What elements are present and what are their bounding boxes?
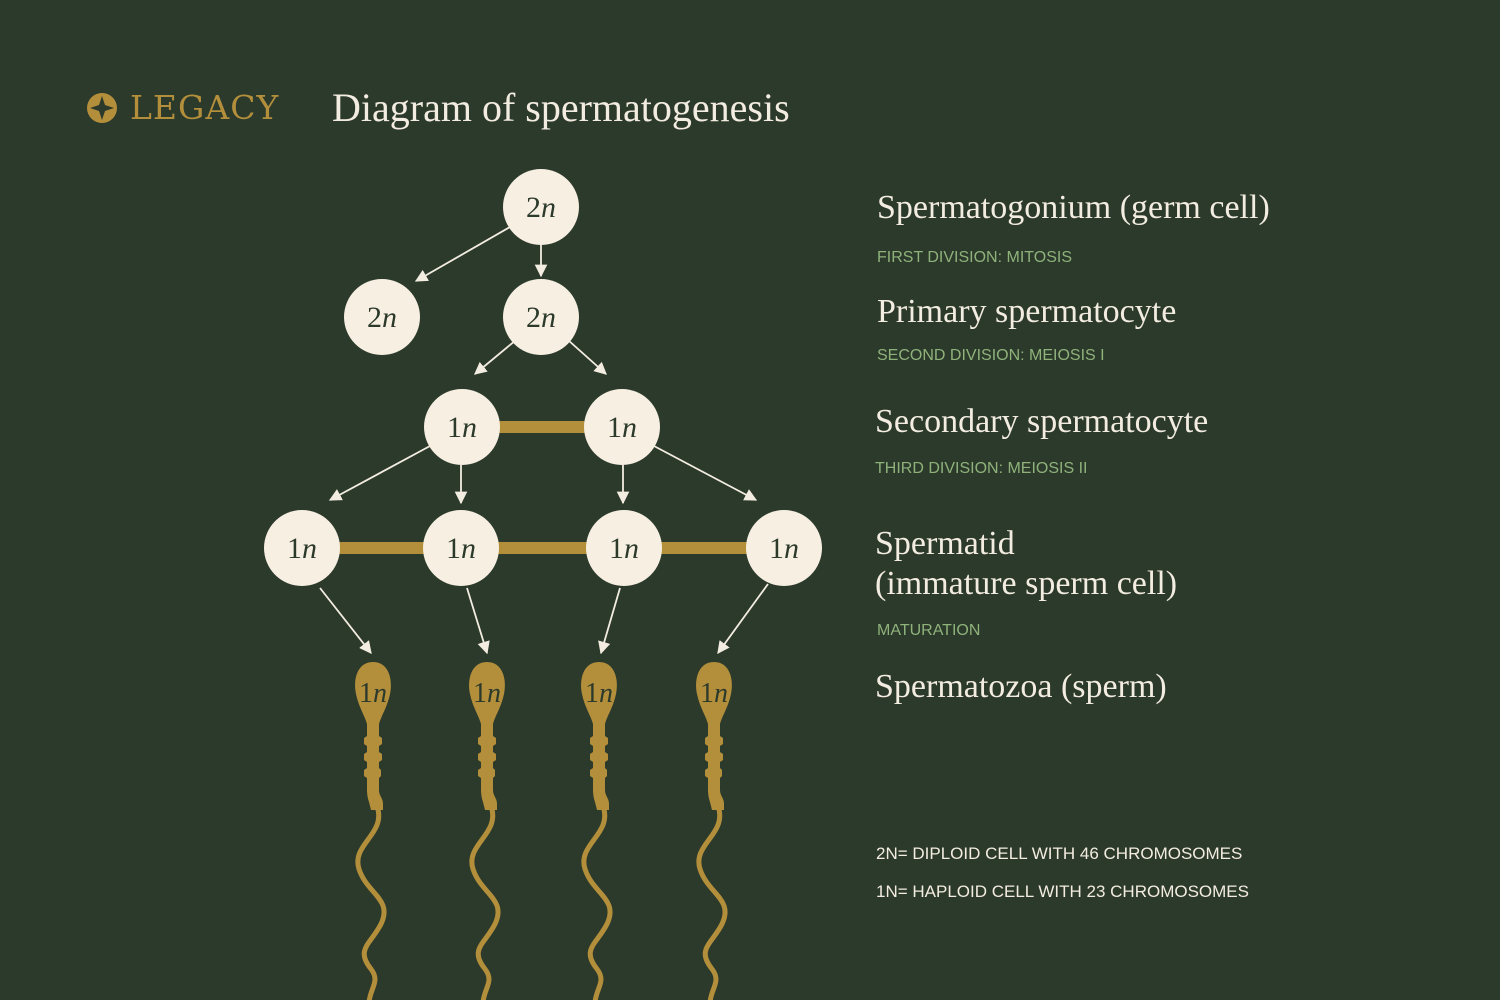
cell-label: 1n	[607, 411, 637, 444]
sperm-label: 1n	[473, 678, 501, 709]
arrow	[653, 445, 758, 501]
stage-third-division: THIRD DIVISION: MEIOSIS II	[875, 460, 1088, 477]
division-arrows	[319, 226, 769, 655]
arrow	[319, 587, 372, 654]
cell-primary-spermatocyte: 2n	[503, 279, 579, 355]
compass-star-icon	[87, 92, 117, 123]
page-title: Diagram of spermatogenesis	[332, 85, 790, 130]
brand-logo: LEGACY	[86, 88, 279, 127]
arrow	[466, 587, 490, 655]
sperm-label: 1n	[585, 678, 613, 709]
cell-spermatid-4: 1n	[746, 510, 822, 586]
cell-spermatid-1: 1n	[264, 510, 340, 586]
stage-spermatid: Spermatid	[875, 525, 1015, 562]
cell-mitosis-left: 2n	[344, 279, 420, 355]
sperm-1: 1n	[355, 662, 391, 1000]
arrow	[598, 587, 621, 655]
stage-spermatozoa: Spermatozoa (sperm)	[875, 668, 1167, 705]
stage-primary-spermatocyte: Primary spermatocyte	[877, 293, 1177, 330]
cell-spermatogonium: 2n	[503, 169, 579, 245]
stage-secondary-spermatocyte: Secondary spermatocyte	[875, 403, 1209, 440]
cell-secondary-2: 1n	[584, 389, 660, 465]
cell-spermatid-2: 1n	[423, 510, 499, 586]
arrow	[567, 339, 607, 375]
brand-name: LEGACY	[130, 88, 280, 127]
stage-first-division: FIRST DIVISION: MITOSIS	[877, 249, 1072, 266]
legend-haploid: 1N= HAPLOID CELL WITH 23 CHROMOSOMES	[876, 882, 1249, 901]
sperm-label: 1n	[700, 678, 728, 709]
stage-spermatogonium: Spermatogonium (germ cell)	[877, 189, 1270, 226]
cell-label: 1n	[446, 532, 476, 565]
cell-label: 1n	[609, 532, 639, 565]
cell-label: 2n	[367, 301, 397, 334]
stage-maturation: MATURATION	[877, 622, 981, 639]
cell-label: 2n	[526, 301, 556, 334]
cell-spermatid-3: 1n	[586, 510, 662, 586]
arrow	[414, 226, 511, 282]
sperm-3: 1n	[581, 662, 617, 1000]
arrow	[717, 583, 769, 655]
legend-diploid: 2N= DIPLOID CELL WITH 46 CHROMOSOMES	[876, 844, 1243, 863]
sperm-4: 1n	[696, 662, 732, 1000]
cell-label: 1n	[447, 411, 477, 444]
cell-label: 1n	[769, 532, 799, 565]
sperm-label: 1n	[359, 678, 387, 709]
cell-secondary-1: 1n	[424, 389, 500, 465]
arrow	[474, 339, 517, 375]
cell-label: 2n	[526, 191, 556, 224]
stage-second-division: SECOND DIVISION: MEIOSIS I	[877, 347, 1105, 364]
arrow	[328, 445, 431, 501]
cell-label: 1n	[287, 532, 317, 565]
stage-spermatid-note: (immature sperm cell)	[875, 565, 1178, 602]
sperm-2: 1n	[469, 662, 505, 1000]
